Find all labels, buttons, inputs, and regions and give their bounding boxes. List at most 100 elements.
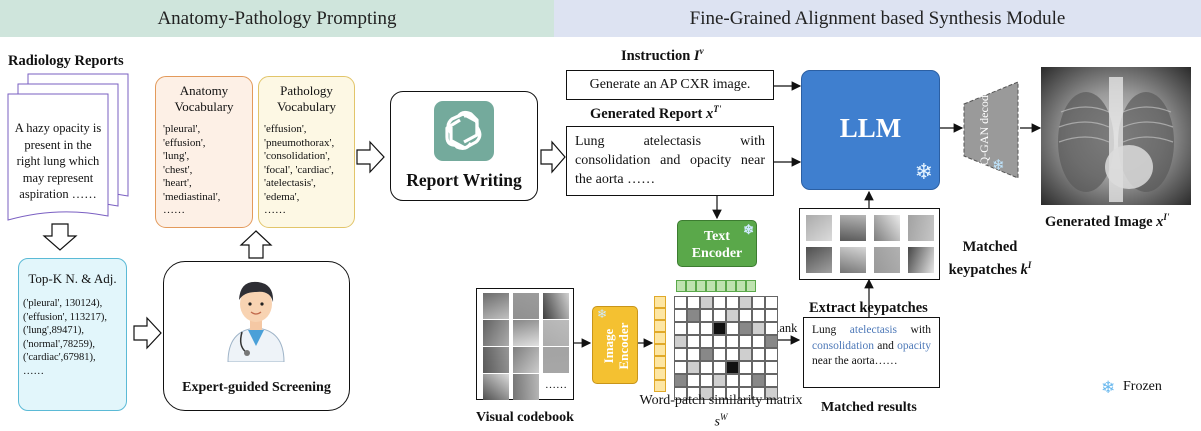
pathology-item: 'edema',: [264, 190, 300, 203]
similarity-cell: [739, 296, 752, 309]
similarity-cell: [752, 296, 765, 309]
similarity-cell: [700, 309, 713, 322]
left-banner: Anatomy-Pathology Prompting: [0, 0, 554, 37]
result-text-segment: Lung: [812, 324, 850, 336]
xray-patch-thumbnail: [874, 215, 900, 241]
topk-item: ('pleural', 130124),: [23, 298, 103, 309]
similarity-cell: [674, 348, 687, 361]
pathology-item: ……: [264, 204, 286, 216]
similarity-cell: [739, 335, 752, 348]
similarity-cell: [726, 335, 739, 348]
similarity-cell: [687, 322, 700, 335]
similarity-cell: [713, 348, 726, 361]
similarity-cell: [726, 374, 739, 387]
generated-image-title-text: Generated Image: [1045, 213, 1153, 230]
similarity-cell: [687, 348, 700, 361]
generated-report-symbol: x: [705, 105, 714, 122]
image-embedding-cell: [654, 344, 666, 356]
similarity-cell: [726, 296, 739, 309]
anatomy-item: 'lung',: [163, 150, 190, 162]
result-text-segment: near the aorta……: [812, 355, 898, 367]
generated-report-title: Generated Report xT': [590, 104, 721, 123]
xray-patch-thumbnail: [543, 320, 569, 346]
instruction-symbol: I: [693, 47, 700, 64]
llm-box: LLM ❄: [801, 70, 940, 190]
chatgpt-logo-icon: [434, 101, 494, 161]
text-embedding-cell: [716, 280, 726, 292]
generated-xray-image: [1041, 67, 1191, 205]
similarity-cell: [752, 322, 765, 335]
highlighted-term: opacity: [897, 339, 931, 352]
similarity-cell: [739, 309, 752, 322]
vqgan-label: VQ-GAN decoder: [977, 86, 991, 174]
topk-item: ('effusion', 113217),: [23, 311, 107, 323]
similarity-cell: [700, 335, 713, 348]
similarity-cell: [726, 322, 739, 335]
xray-patch-thumbnail: [874, 247, 900, 273]
pathology-title-1: Pathology: [280, 83, 333, 98]
text-embedding-cell: [726, 280, 736, 292]
similarity-cell: [752, 387, 765, 400]
topk-list: ('pleural', 130124), ('effusion', 113217)…: [23, 297, 126, 378]
image-encoder-box: Image Encoder ❄: [592, 306, 638, 384]
radiology-report-text: A hazy opacity is present in the right l…: [14, 121, 102, 201]
report-writing-label: Report Writing: [406, 170, 522, 190]
similarity-cell: [739, 387, 752, 400]
pathology-item: 'effusion',: [264, 123, 307, 135]
similarity-cell: [726, 309, 739, 322]
image-embedding-cell: [654, 368, 666, 380]
matched-keypatches-box: [799, 208, 940, 280]
similarity-cell: [687, 296, 700, 309]
anatomy-title-1: Anatomy: [179, 83, 229, 98]
vqgan-snowflake-icon: ❄: [992, 156, 1005, 174]
image-embedding-cell: [654, 320, 666, 332]
anatomy-item: 'mediastinal',: [163, 190, 221, 203]
xray-patch-thumbnail: [806, 247, 832, 273]
anatomy-item: 'heart',: [163, 177, 192, 189]
similarity-cell: [674, 296, 687, 309]
text-embedding-cell: [686, 280, 696, 292]
similarity-cell: [765, 374, 778, 387]
frozen-legend-label: Frozen: [1123, 379, 1162, 394]
matched-keypatches-line1: Matched: [962, 239, 1018, 255]
image-embedding-cell: [654, 380, 666, 392]
image-embedding-cell: [654, 332, 666, 344]
image-encoder-label: Image Encoder: [601, 322, 631, 370]
left-banner-title: Anatomy-Pathology Prompting: [157, 7, 397, 29]
matched-keypatches-title: Matched keypatches kI: [938, 238, 1042, 279]
xray-patch-thumbnail: [908, 247, 934, 273]
right-banner-title: Fine-Grained Alignment based Synthesis M…: [689, 7, 1066, 29]
generated-report-title-text: Generated Report: [590, 105, 703, 122]
hollow-arrows: [42, 140, 566, 350]
xray-patch-thumbnail: [840, 215, 866, 241]
pathology-item: 'pneumothorax',: [264, 136, 335, 149]
image-embedding-cell: [654, 356, 666, 368]
result-text-segment: with: [897, 324, 931, 336]
report-writing-box: Report Writing: [390, 91, 538, 201]
xray-lungs: [1058, 77, 1174, 202]
text-encoder-snowflake-icon: ❄: [743, 222, 754, 237]
anatomy-title-2: Vocabulary: [174, 99, 234, 114]
anatomy-item: 'pleural',: [163, 123, 201, 135]
anatomy-item: 'effusion',: [163, 136, 206, 149]
similarity-cell: [687, 387, 700, 400]
similarity-cell: [687, 374, 700, 387]
similarity-cell: [674, 335, 687, 348]
similarity-cell: [700, 296, 713, 309]
llm-label: LLM: [839, 113, 902, 143]
similarity-cell: [765, 361, 778, 374]
text-embedding-cell: [746, 280, 756, 292]
matched-keypatches-line2: keypatches: [948, 261, 1018, 278]
similarity-cell: [739, 361, 752, 374]
similarity-cell: [726, 361, 739, 374]
similarity-cell: [765, 309, 778, 322]
pathology-list: 'effusion','pneumothorax','consolidation…: [264, 123, 354, 218]
similarity-cell: [765, 322, 778, 335]
text-embedding-cell: [706, 280, 716, 292]
instruction-text: Generate an AP CXR image.: [589, 77, 751, 92]
similarity-cell: [700, 361, 713, 374]
expert-screening-box: Expert-guided Screening: [163, 261, 350, 411]
xray-patch-thumbnail: [806, 215, 832, 241]
text-embedding-cell: [676, 280, 686, 292]
